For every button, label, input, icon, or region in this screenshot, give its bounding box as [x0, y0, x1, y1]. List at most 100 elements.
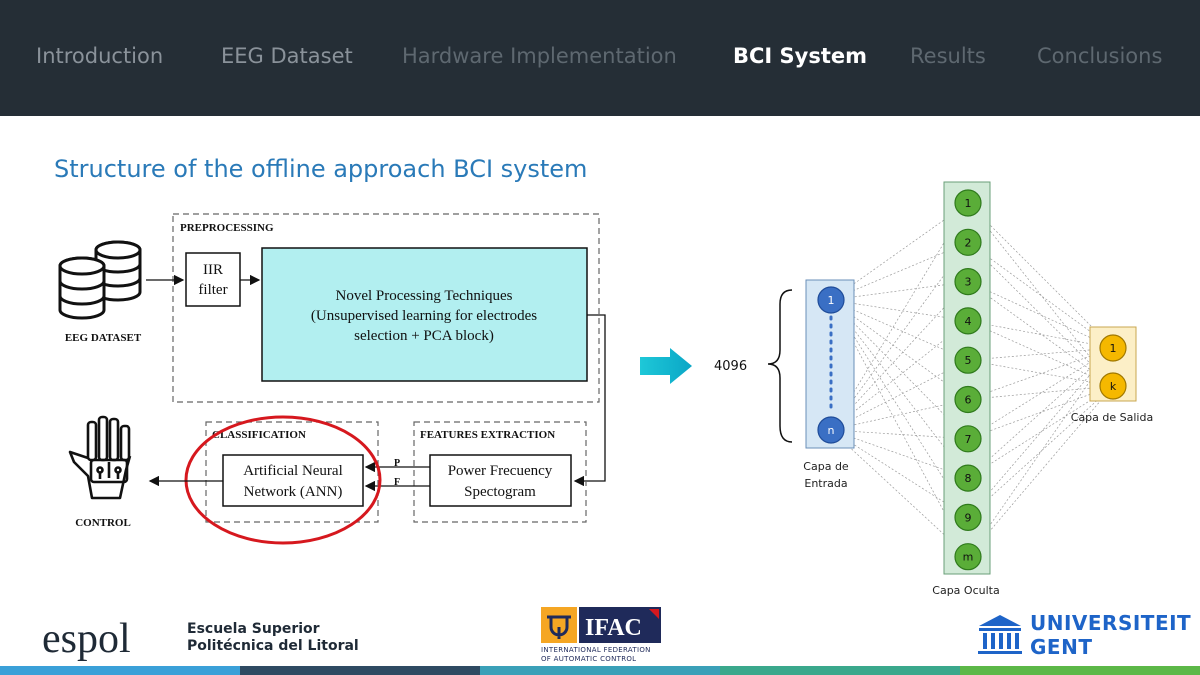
- preprocessing-group: [172, 213, 600, 403]
- hidden-output-connection: [967, 242, 1114, 349]
- input-hidden-connection: [830, 299, 969, 518]
- tab-bci-system[interactable]: BCI System: [733, 44, 868, 68]
- hidden-node-label: 4: [965, 315, 972, 328]
- right-arrow-icon: [640, 348, 692, 384]
- robotic-hand-icon: [68, 415, 132, 500]
- output-node: 1: [1099, 334, 1127, 362]
- input-size-label: 4096: [714, 359, 747, 374]
- ann-highlight-circle: [184, 415, 382, 545]
- input-hidden-connection: [830, 281, 969, 301]
- hidden-node-label: 5: [965, 354, 972, 367]
- features-extraction-label: FEATURES EXTRACTION: [420, 429, 555, 441]
- tab-hardware-implementation[interactable]: Hardware Implementation: [402, 44, 677, 68]
- output-node: k: [1099, 372, 1127, 400]
- hidden-node-label: 7: [965, 433, 972, 446]
- hidden-node: 8: [954, 464, 982, 492]
- input-node-circle: [817, 416, 845, 444]
- hidden-node-circle: [954, 464, 982, 492]
- input-hidden-connection: [830, 429, 969, 518]
- hidden-output-connection: [967, 385, 1114, 479]
- gent-name-line1: UNIVERSITEIT: [1030, 611, 1192, 635]
- database-icon: [58, 240, 142, 320]
- hidden-node: 3: [954, 267, 982, 296]
- output-node-label: k: [1110, 380, 1117, 393]
- tab-results[interactable]: Results: [910, 44, 986, 68]
- hidden-node: 7: [954, 425, 982, 453]
- input-node-circle: [817, 286, 845, 314]
- hidden-node-label: 6: [965, 394, 972, 407]
- ann-block: [222, 454, 364, 507]
- hidden-node: 1: [954, 189, 982, 217]
- input-brace: [767, 289, 793, 443]
- input-hidden-connection: [830, 429, 969, 440]
- hidden-output-connection: [967, 347, 1114, 440]
- neural-network-diagram: 4096 1 n 1 2 3 4 5 6 7 8 9 m 1 k Capa de Entrada Capa…: [714, 172, 1153, 597]
- hidden-node: m: [954, 543, 982, 571]
- espol-logo-icon: espol: [42, 616, 131, 662]
- hidden-output-connection: [967, 385, 1114, 557]
- hidden-node-circle: [954, 307, 982, 335]
- output-node-label: 1: [1110, 342, 1117, 355]
- hidden-output-connection: [967, 320, 1114, 387]
- eeg-dataset-label: EEG DATASET: [65, 332, 142, 344]
- hidden-output-connection: [967, 347, 1114, 361]
- ifac-emblem-icon: IFAC: [541, 607, 661, 643]
- top-navigation-bar: Introduction EEG Dataset Hardware Implem…: [0, 0, 1200, 116]
- tab-eeg-dataset[interactable]: EEG Dataset: [221, 44, 353, 68]
- input-hidden-connection: [830, 429, 969, 557]
- ifac-logo-text: IFAC: [585, 615, 642, 641]
- hidden-output-connection: [967, 347, 1114, 479]
- espol-name-line2: Politécnica del Litoral: [187, 638, 359, 654]
- input-node-label: 1: [828, 294, 835, 307]
- ifac-name-line1: INTERNATIONAL FEDERATION: [541, 646, 651, 654]
- input-node-label: n: [828, 424, 835, 437]
- espol-logo-text: espol: [42, 616, 131, 662]
- hidden-node: 9: [954, 503, 982, 531]
- hidden-node-circle: [954, 543, 982, 571]
- hidden-node-circle: [954, 503, 982, 531]
- hidden-output-connection: [967, 347, 1114, 400]
- power-spectogram-line2: Spectogram: [464, 484, 536, 500]
- output-layer-label: Capa de Salida: [1071, 411, 1153, 424]
- bci-flow-diagram: EEG DATASET PREPROCESSING IIR filter Nov…: [58, 213, 606, 545]
- hidden-node-circle: [954, 228, 982, 256]
- input-layer-label-line1: Capa de: [803, 460, 849, 473]
- hidden-output-connection: [967, 347, 1114, 518]
- novel-processing-line3: selection + PCA block): [354, 328, 494, 344]
- ifac-logo: IFAC INTERNATIONAL FEDERATION OF AUTOMAT…: [541, 607, 661, 663]
- tab-introduction[interactable]: Introduction: [36, 44, 164, 68]
- hidden-node-circle: [954, 385, 982, 414]
- input-node: n: [817, 416, 845, 444]
- slide-title: Structure of the offline approach BCI sy…: [54, 155, 588, 183]
- bottom-bar-segment-3: [480, 666, 720, 675]
- tab-conclusions[interactable]: Conclusions: [1037, 44, 1163, 68]
- output-node-circle: [1099, 334, 1127, 362]
- ann-line1: Artificial Neural: [243, 463, 343, 479]
- iir-filter-line1: IIR: [203, 262, 223, 278]
- hidden-node-label: m: [963, 551, 974, 564]
- f-label: F: [394, 477, 400, 488]
- hidden-layer-label: Capa Oculta: [932, 584, 999, 597]
- features-extraction-group: [413, 421, 587, 523]
- output-node-circle: [1099, 372, 1127, 400]
- classification-label: CLASSIFICATION: [212, 429, 306, 441]
- p-label: P: [394, 458, 400, 469]
- nn-nodes: 1 n 1 2 3 4 5 6 7 8 9 m 1 k: [817, 189, 1127, 571]
- iir-filter-block: [185, 252, 241, 307]
- hidden-node-label: 9: [965, 511, 972, 524]
- iir-filter-line2: filter: [198, 282, 227, 298]
- hidden-node-circle: [954, 425, 982, 453]
- input-layer-label-line2: Entrada: [804, 477, 847, 490]
- hidden-node-label: 2: [965, 236, 972, 249]
- hidden-output-connection: [967, 385, 1114, 518]
- hidden-output-connection: [967, 385, 1114, 400]
- novel-processing-line2: (Unsupervised learning for electrodes: [311, 308, 537, 324]
- bottom-bar-segment-2: [240, 666, 480, 675]
- bottom-bar-segment-4: [720, 666, 960, 675]
- power-spectogram-block: [429, 454, 572, 507]
- preprocessing-label: PREPROCESSING: [180, 222, 274, 234]
- power-spectogram-line1: Power Frecuency: [448, 463, 553, 479]
- hidden-output-connection: [967, 320, 1114, 349]
- control-label: CONTROL: [75, 517, 131, 529]
- novel-processing-line1: Novel Processing Techniques: [336, 288, 513, 304]
